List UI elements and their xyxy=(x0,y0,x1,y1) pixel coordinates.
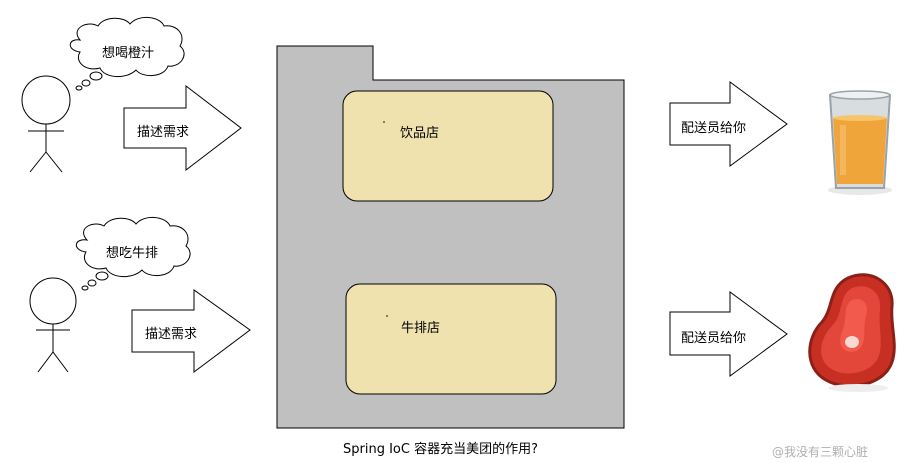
thought-cloud-1 xyxy=(69,17,185,91)
diagram-caption: Spring IoC 容器充当美团的作用? xyxy=(343,442,538,457)
thought-cloud-2 xyxy=(75,217,191,291)
steak-icon xyxy=(808,273,896,392)
store-box-2 xyxy=(345,283,557,395)
stick-figure-2 xyxy=(29,277,77,373)
request-arrow-2 xyxy=(131,289,251,373)
orange-juice-icon xyxy=(828,90,892,195)
delivery-label-2: 配送员给你 xyxy=(681,331,747,346)
store-label-beverage: 饮品店 xyxy=(400,126,440,141)
watermark-text: @我没有三颗心脏 xyxy=(772,445,869,459)
thought-text-1: 想喝橙汁 xyxy=(102,46,155,61)
delivery-arrow-1 xyxy=(669,81,788,167)
delivery-arrow-2 xyxy=(669,291,788,377)
request-label-1: 描述需求 xyxy=(137,125,190,140)
stick-figure-1 xyxy=(21,75,71,173)
thought-text-2: 想吃牛排 xyxy=(106,246,159,261)
store-label-steak: 牛排店 xyxy=(401,321,441,336)
delivery-label-1: 配送员给你 xyxy=(681,121,747,136)
store-box-1 xyxy=(342,90,554,202)
request-label-2: 描述需求 xyxy=(145,327,198,342)
request-arrow-1 xyxy=(123,84,242,172)
